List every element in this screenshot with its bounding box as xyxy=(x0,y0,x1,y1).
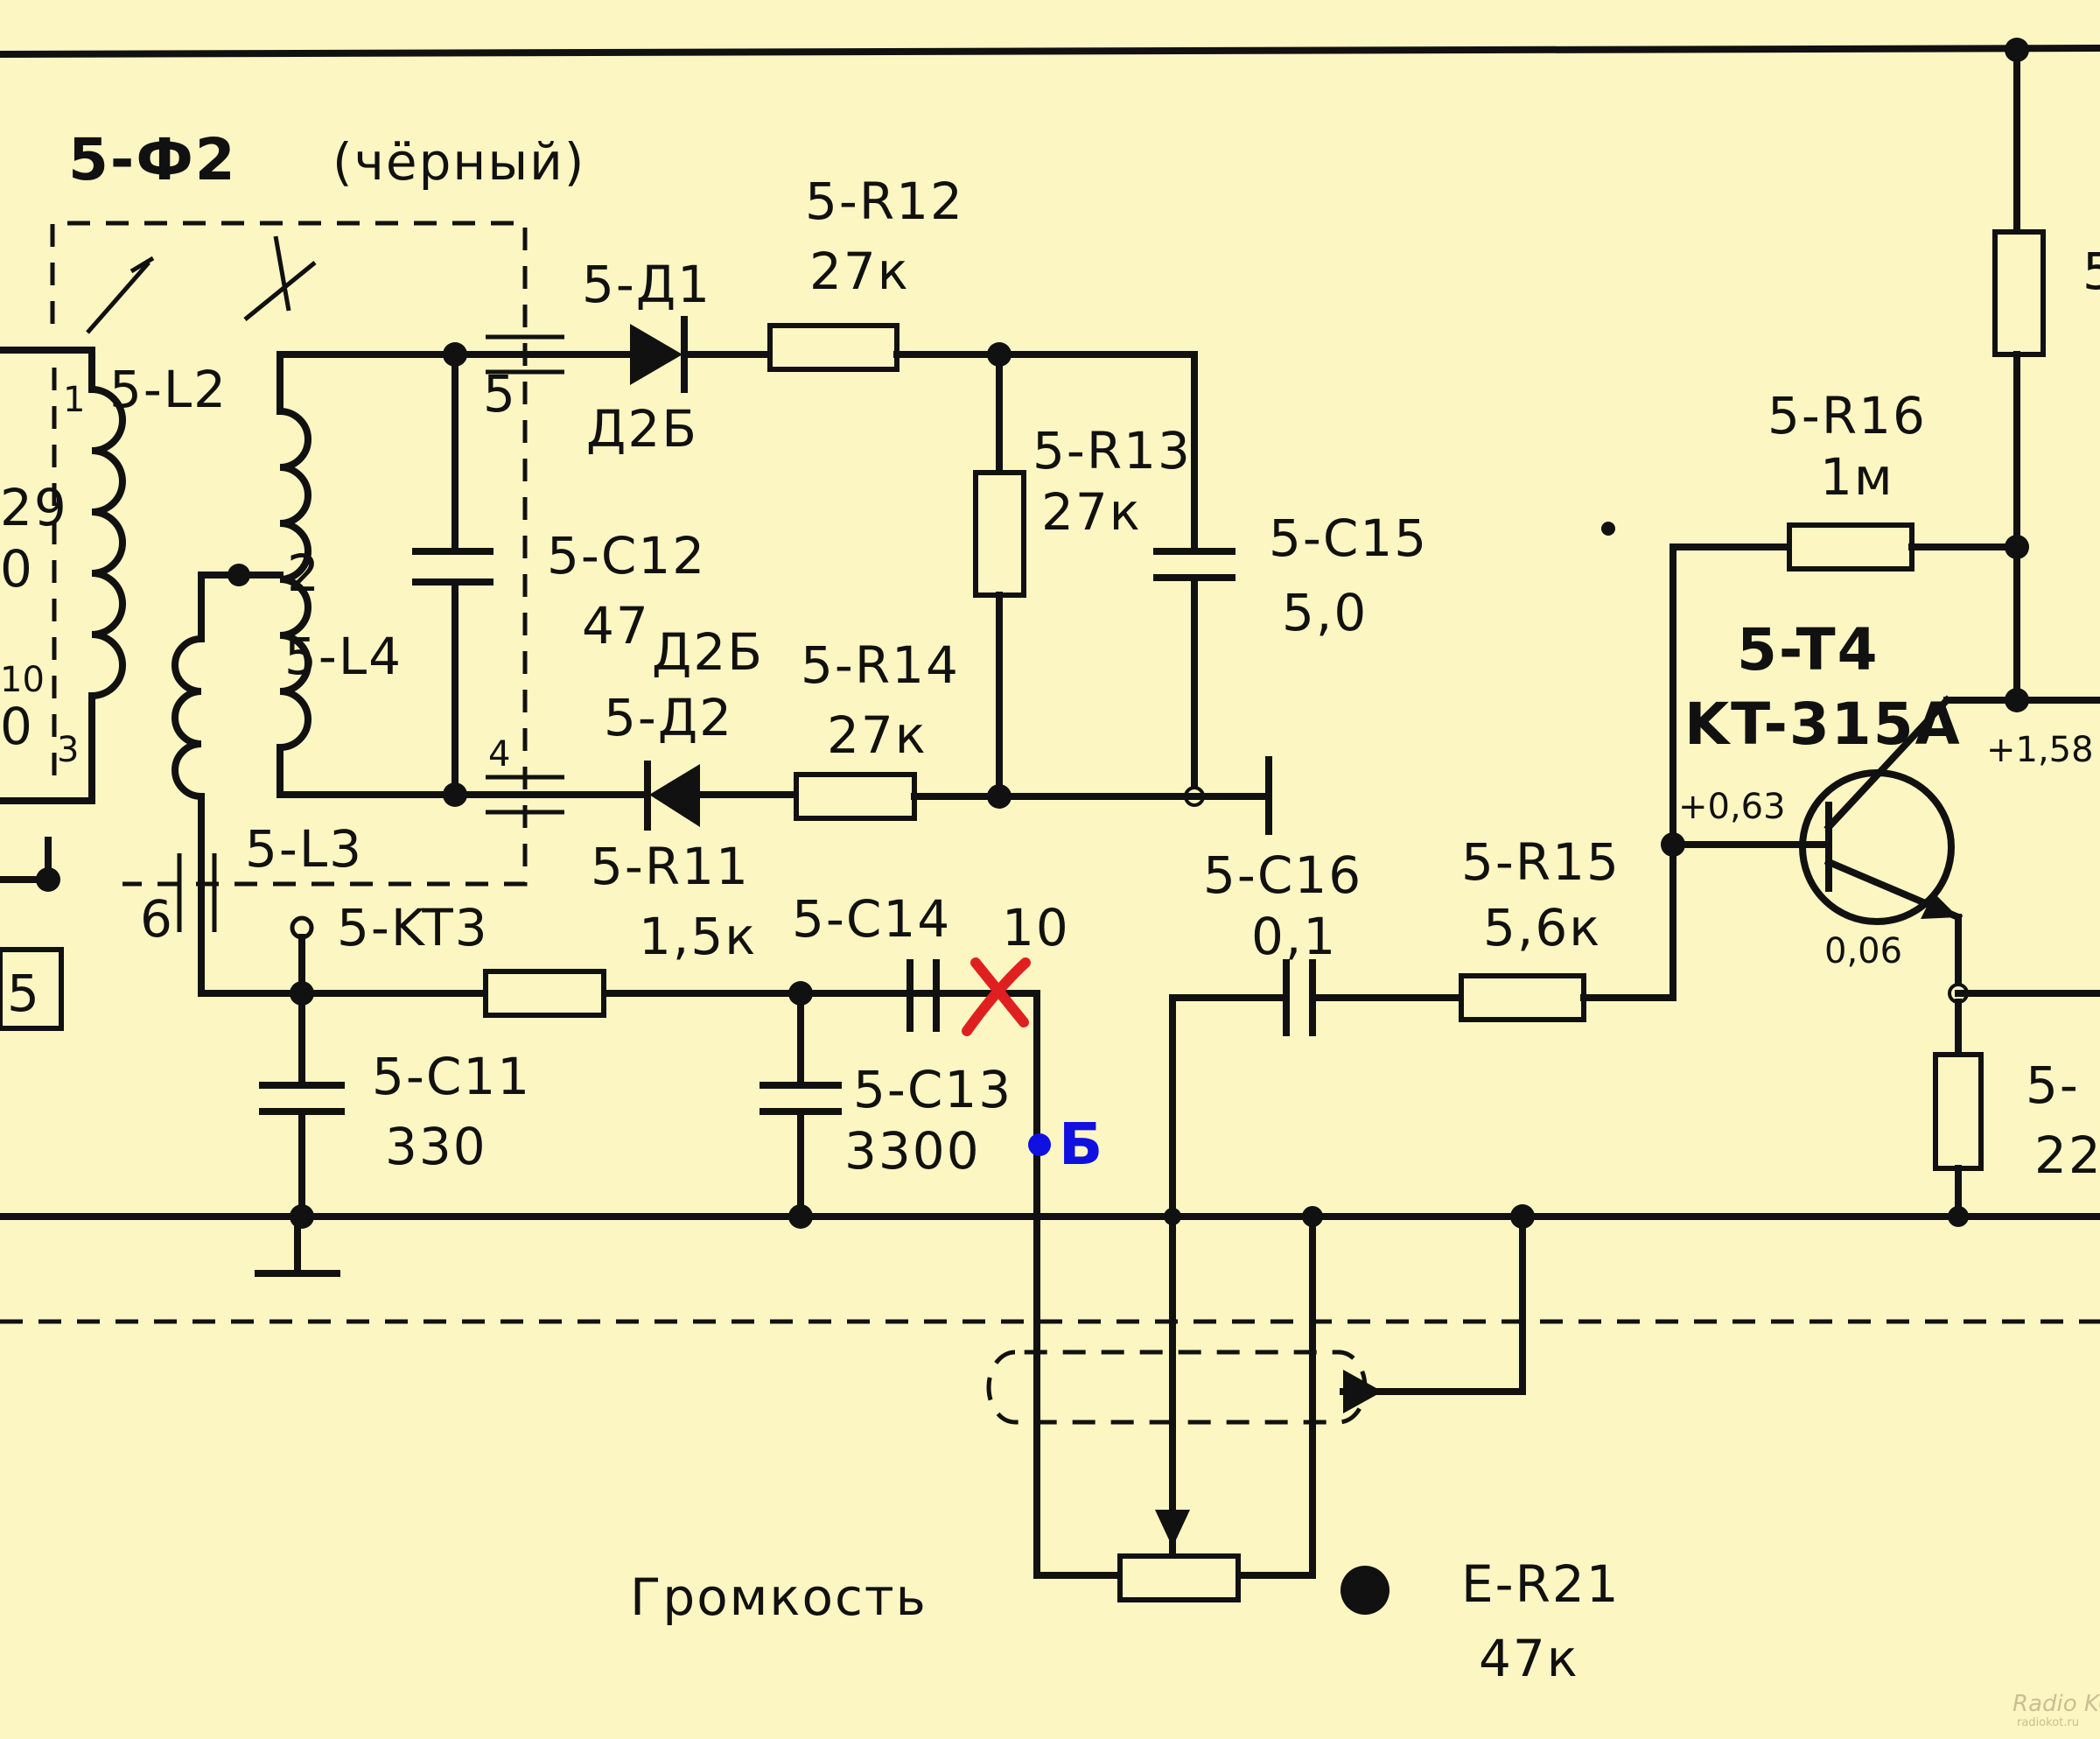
coil-l2-l4 xyxy=(228,351,458,798)
pin-1: 1 xyxy=(63,380,85,420)
label-r15-value: 5,6к xyxy=(1483,898,1601,957)
label-c13-ref: 5-C13 xyxy=(853,1060,1012,1119)
label-emitter-voltage: 0,06 xyxy=(1824,931,1902,971)
transistor-t4 xyxy=(1670,695,2100,1227)
label-t4-ref: 5-T4 xyxy=(1737,616,1880,684)
pin-4: 4 xyxy=(488,734,510,775)
top-rail xyxy=(0,38,2100,62)
label-r16-ref: 5-R16 xyxy=(1768,386,1927,445)
label-volume: Громкость xyxy=(630,1567,928,1627)
label-l4: 5-L4 xyxy=(284,627,402,686)
stray-dot xyxy=(1601,522,1615,536)
box-pin-5: 5 xyxy=(7,964,41,1023)
break-mark-icon xyxy=(962,957,1031,1036)
volume-potentiometer xyxy=(1117,1502,1390,1615)
label-r14-value: 27к xyxy=(827,705,928,765)
pin-2: 2 xyxy=(287,543,321,603)
partial-left-2: 0 xyxy=(0,539,34,599)
pin-6: 6 xyxy=(140,889,174,949)
capacitor-c16 xyxy=(1169,959,1465,1574)
label-c15-ref: 5-C15 xyxy=(1269,508,1428,568)
label-c11-ref: 5-C11 xyxy=(372,1047,531,1106)
partial-left-1: 29 xyxy=(0,478,68,537)
left-coil-partial xyxy=(0,347,126,1031)
label-d2-type: Д2Б xyxy=(652,622,764,682)
label-r15-ref: 5-R15 xyxy=(1461,832,1620,892)
resistor-r12 xyxy=(767,323,900,372)
label-r21-value: 47к xyxy=(1479,1629,1579,1688)
shielded-cable xyxy=(986,1204,1535,1579)
label-point-b: Б xyxy=(1059,1111,1104,1178)
label-r21-ref: E-R21 xyxy=(1461,1554,1620,1614)
filter-label: 5-Ф2 xyxy=(68,126,237,193)
resistor-r15 xyxy=(1459,973,1586,1022)
filter-pins xyxy=(452,334,634,815)
label-collector-voltage: +1,58 xyxy=(1986,730,2094,770)
watermark: Radio KOT xyxy=(2012,1691,2100,1717)
capacitor-c12 xyxy=(412,342,494,807)
label-r14-ref: 5-R14 xyxy=(801,635,960,695)
capacitor-c14 xyxy=(906,959,1040,1220)
filter-note: (чёрный) xyxy=(332,132,585,192)
resistor-r11 xyxy=(483,969,606,1018)
label-c14-value: 10 xyxy=(1002,898,1070,957)
partial-right-3: 5 xyxy=(2082,242,2100,301)
label-d1-type: Д2Б xyxy=(586,399,698,459)
pin-5: 5 xyxy=(483,364,517,424)
capacitor-c13 xyxy=(760,990,842,1229)
watermark-url: radiokot.ru xyxy=(2017,1716,2079,1729)
label-l3: 5-L3 xyxy=(245,819,363,879)
resistor-r13-branch xyxy=(973,351,1026,809)
diode-d2 xyxy=(626,761,800,831)
partial-left-4: 0 xyxy=(0,697,34,756)
ground-rail xyxy=(0,1213,2100,1277)
label-c11-value: 330 xyxy=(385,1117,487,1176)
label-r12-value: 27к xyxy=(809,242,910,301)
diode-d1 xyxy=(630,316,774,393)
label-c14-ref: 5-C14 xyxy=(792,889,951,949)
resistor-r16 xyxy=(1787,522,1914,571)
label-r13-value: 27к xyxy=(1041,482,1142,542)
label-r11-value: 1,5к xyxy=(639,907,757,966)
filter-f2-enclosure xyxy=(50,221,528,887)
resistor-top-right xyxy=(1992,46,2100,712)
label-c12-value: 47 xyxy=(582,596,650,656)
partial-right-2: 22 xyxy=(2034,1125,2100,1185)
label-c16-value: 0,1 xyxy=(1251,907,1337,966)
resistor-r14 xyxy=(794,772,917,821)
point-b-marker xyxy=(1028,1133,1051,1156)
label-r13-ref: 5-R13 xyxy=(1032,421,1192,480)
label-r16-value: 1м xyxy=(1820,447,1894,507)
label-c13-value: 3300 xyxy=(844,1121,981,1181)
label-kt3: 5-KT3 xyxy=(337,898,489,957)
pin-3: 3 xyxy=(57,730,79,770)
label-base-voltage: +0,63 xyxy=(1678,787,1786,827)
label-c16-ref: 5-C16 xyxy=(1203,845,1362,905)
partial-left-3: 10 xyxy=(0,660,45,700)
capacitor-c11 xyxy=(259,990,345,1229)
label-t4-type: KT-315A xyxy=(1684,691,1962,758)
test-point-kt3 xyxy=(290,915,314,1006)
label-r12-ref: 5-R12 xyxy=(805,172,964,231)
label-l2: 5-L2 xyxy=(109,360,228,419)
capacitor-c15 xyxy=(1153,351,1236,807)
label-c15-value: 5,0 xyxy=(1282,583,1368,642)
coil-l3 xyxy=(172,571,1001,997)
partial-right-1: 5- xyxy=(2026,1055,2080,1115)
label-d1-ref: 5-Д1 xyxy=(582,255,711,314)
label-d2-ref: 5-Д2 xyxy=(604,688,733,747)
label-r11-ref: 5-R11 xyxy=(591,837,750,896)
label-c12-ref: 5-C12 xyxy=(547,526,706,586)
